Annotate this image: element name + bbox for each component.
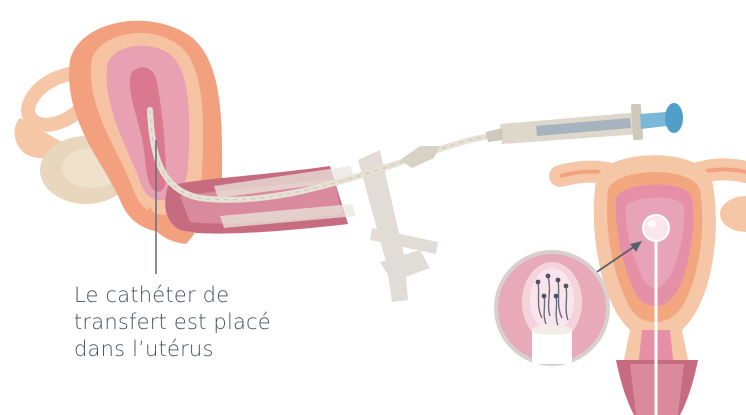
caption-line-3: dans l’utérus: [74, 336, 334, 363]
zoom-inset: [496, 252, 608, 364]
caption-line-1: Le cathéter de: [74, 282, 334, 309]
syringe: [486, 103, 683, 144]
catheter-caption: Le cathéter de transfert est placé dans …: [74, 282, 334, 363]
caption-line-2: transfert est placé: [74, 309, 334, 336]
